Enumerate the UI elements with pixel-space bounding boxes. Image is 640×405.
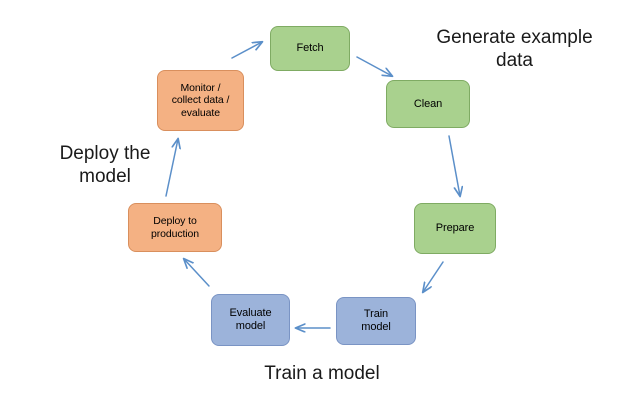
group-label-deploy-the-model: Deploy the model bbox=[59, 143, 151, 188]
node-deploy[interactable]: Deploy to production bbox=[128, 203, 222, 252]
node-fetch[interactable]: Fetch bbox=[270, 26, 350, 71]
node-clean[interactable]: Clean bbox=[386, 80, 470, 128]
arrow-clean-to-prepare bbox=[448, 135, 460, 196]
arrow-prepare-to-train bbox=[423, 261, 444, 292]
arrow-fetch-to-clean bbox=[356, 56, 392, 76]
arrow-monitor-to-fetch bbox=[231, 42, 262, 59]
node-train[interactable]: Train model bbox=[336, 297, 416, 345]
node-evaluate[interactable]: Evaluate model bbox=[211, 294, 290, 346]
arrow-evaluate-to-deploy bbox=[184, 259, 210, 287]
node-prepare[interactable]: Prepare bbox=[414, 203, 496, 254]
group-label-generate-example-data: Generate example data bbox=[436, 27, 593, 72]
group-label-train-a-model: Train a model bbox=[264, 363, 380, 384]
node-monitor[interactable]: Monitor / collect data / evaluate bbox=[157, 70, 244, 131]
